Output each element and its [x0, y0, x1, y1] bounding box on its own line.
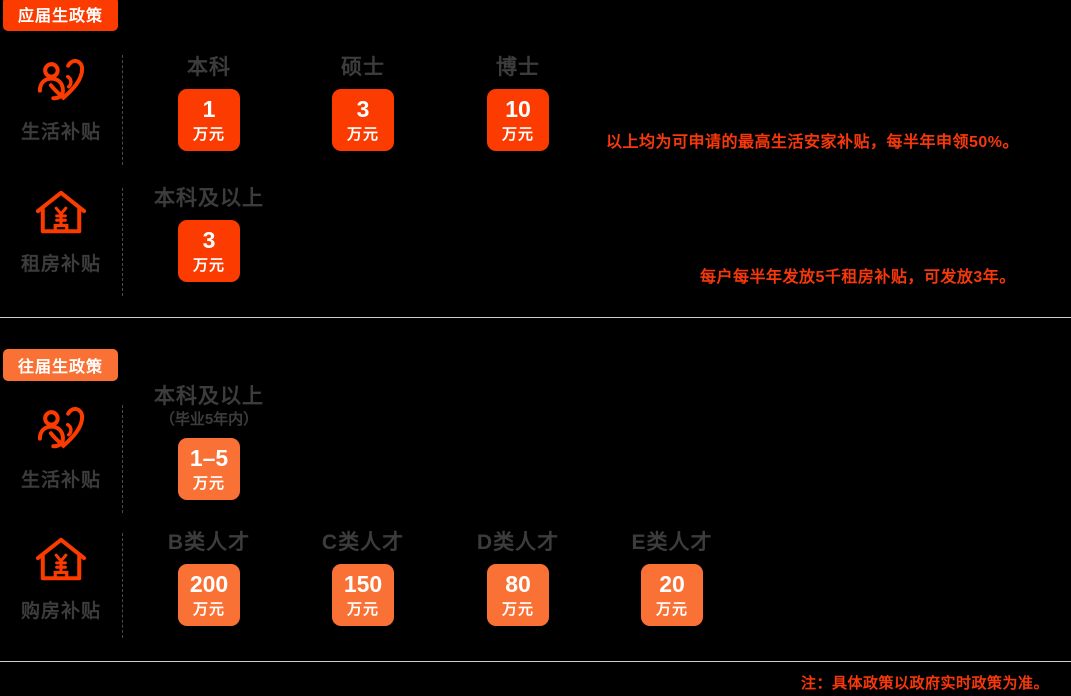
- cell-talent-d: D类人才 80 万元: [459, 531, 577, 627]
- section-divider: [0, 317, 1071, 318]
- value-number: 3: [356, 96, 370, 123]
- cell-header: D类人才: [476, 531, 560, 554]
- section-tag-label: 往届生政策: [17, 359, 103, 376]
- value-number: 200: [189, 571, 229, 598]
- value-box: 1 万元: [178, 89, 240, 152]
- value-number: 80: [505, 571, 531, 598]
- footnote-text: 注：具体政策以政府实时政策为准。: [800, 675, 1049, 692]
- cell-subheader: （毕业5年内）: [159, 411, 259, 429]
- cell-master-living: 硕士 3 万元: [304, 56, 422, 152]
- value-number: 3: [202, 227, 216, 254]
- value-number: 1–5: [189, 445, 229, 472]
- value-number: 20: [659, 571, 685, 598]
- value-box: 80 万元: [487, 564, 549, 627]
- cell-header: 本科及以上: [154, 385, 264, 408]
- row-label-living-subsidy-past: 生活补贴: [0, 400, 122, 496]
- cell-header: 硕士: [341, 56, 385, 79]
- cell-header: 本科: [187, 56, 231, 79]
- row-label-living-subsidy-fresh: 生活补贴: [0, 52, 122, 148]
- cell-header: B类人才: [167, 531, 251, 554]
- row-label-text: 购房补贴: [20, 600, 101, 622]
- value-unit: 万元: [192, 475, 225, 493]
- row-divider-dashed: [122, 405, 123, 513]
- cell-header: C类人才: [321, 531, 405, 554]
- value-number: 10: [505, 96, 531, 123]
- cell-bachelor-plus-rent: 本科及以上 3 万元: [150, 187, 268, 283]
- row-divider-dashed: [122, 188, 123, 296]
- person-heart-icon: [37, 58, 85, 101]
- value-unit: 万元: [501, 126, 534, 144]
- cell-header: 博士: [496, 56, 540, 79]
- note-rent-subsidy-fresh: 每户每半年发放5千租房补贴，可发放3年。: [700, 269, 1016, 286]
- value-unit: 万元: [655, 601, 688, 619]
- value-box: 3 万元: [332, 89, 394, 152]
- value-box: 1–5 万元: [178, 438, 240, 501]
- row-label-rent-subsidy-fresh: 租房补贴: [0, 184, 122, 280]
- value-unit: 万元: [346, 601, 379, 619]
- value-unit: 万元: [192, 126, 225, 144]
- cell-bachelor-living: 本科 1 万元: [150, 56, 268, 152]
- section-tag-past-graduate: 往届生政策: [3, 349, 118, 381]
- cell-bachelor-plus-living-past: 本科及以上 （毕业5年内） 1–5 万元: [150, 385, 268, 501]
- house-yuan-icon: [35, 537, 87, 580]
- value-unit: 万元: [192, 257, 225, 275]
- cell-talent-b: B类人才 200 万元: [150, 531, 268, 627]
- row-divider-dashed: [122, 55, 123, 165]
- row-divider-dashed: [122, 533, 123, 638]
- value-number: 150: [343, 571, 383, 598]
- cell-header: 本科及以上: [154, 187, 264, 210]
- row-label-text: 租房补贴: [20, 253, 101, 275]
- value-box: 200 万元: [178, 564, 240, 627]
- value-box: 3 万元: [178, 220, 240, 283]
- row-label-home-purchase-subsidy: 购房补贴: [0, 531, 122, 627]
- row-label-text: 生活补贴: [20, 121, 101, 143]
- section-tag-fresh-graduate: 应届生政策: [3, 0, 118, 31]
- value-unit: 万元: [346, 126, 379, 144]
- note-living-subsidy-fresh: 以上均为可申请的最高生活安家补贴，每半年申领50%。: [606, 134, 1020, 151]
- value-unit: 万元: [501, 601, 534, 619]
- cell-header: E类人才: [631, 531, 713, 554]
- value-box: 150 万元: [332, 564, 394, 627]
- cell-doctor-living: 博士 10 万元: [459, 56, 577, 152]
- value-box: 10 万元: [487, 89, 549, 152]
- value-number: 1: [202, 96, 216, 123]
- value-unit: 万元: [192, 601, 225, 619]
- section-tag-label: 应届生政策: [17, 8, 103, 25]
- house-yuan-icon: [35, 190, 87, 233]
- row-label-text: 生活补贴: [20, 469, 101, 491]
- cell-talent-c: C类人才 150 万元: [304, 531, 422, 627]
- cell-talent-e: E类人才 20 万元: [613, 531, 731, 627]
- footer-divider: [0, 661, 1071, 662]
- value-box: 20 万元: [641, 564, 703, 627]
- person-heart-icon: [37, 406, 85, 449]
